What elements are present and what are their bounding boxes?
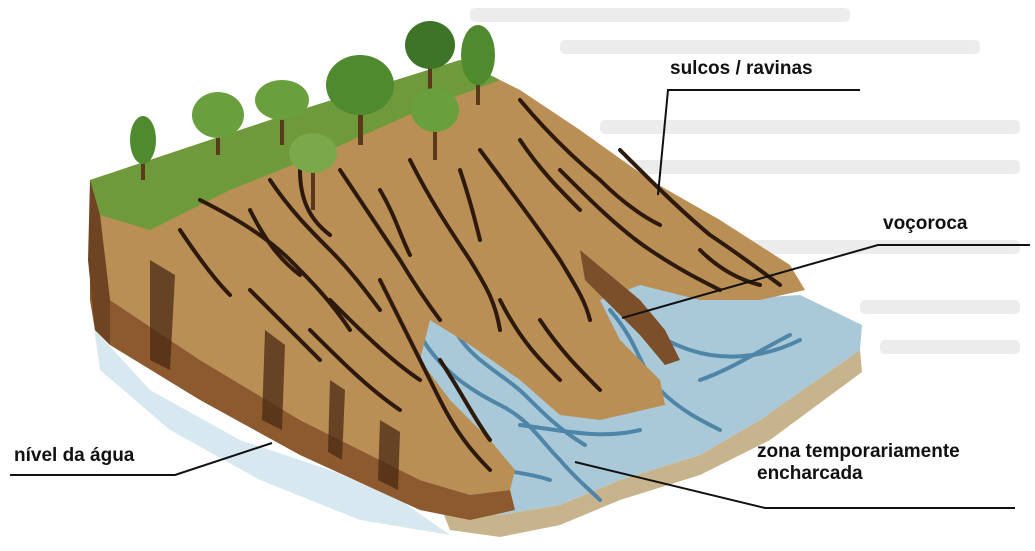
label-zona-line1: zona temporariamente bbox=[757, 441, 960, 463]
label-zona-line2: encharcada bbox=[757, 463, 960, 485]
leader-sulcos bbox=[658, 90, 860, 195]
label-nivel-da-agua: nível da água bbox=[14, 445, 134, 467]
label-zona-encharcada: zona temporariamente encharcada bbox=[757, 441, 960, 486]
label-vocoroca: voçoroca bbox=[883, 213, 967, 235]
label-sulcos-ravinas: sulcos / ravinas bbox=[670, 58, 813, 80]
